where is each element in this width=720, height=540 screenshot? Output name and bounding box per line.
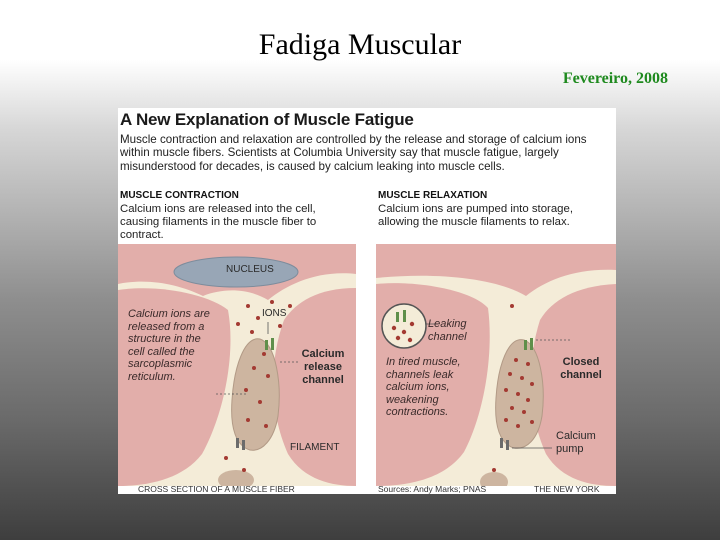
credit-caption: THE NEW YORK TIMES xyxy=(534,484,616,494)
ions-label: IONS xyxy=(262,308,286,319)
cross-section-caption: CROSS SECTION OF A MUSCLE FIBER xyxy=(138,484,295,494)
nucleus-label: NUCLEUS xyxy=(226,264,274,275)
relaxation-diagram: Leaking channel In tired muscle, channel… xyxy=(376,244,616,486)
infographic-title: A New Explanation of Muscle Fatigue xyxy=(120,110,414,130)
slide-title: Fadiga Muscular xyxy=(0,28,720,62)
relaxation-heading: MUSCLE RELAXATION xyxy=(378,190,487,201)
contraction-diagram: NUCLEUS IONS Calcium ions are released f… xyxy=(118,244,356,486)
infographic-intro: Muscle contraction and relaxation are co… xyxy=(120,133,616,173)
reticulum-label: Calcium ions are released from a structu… xyxy=(128,308,220,383)
tired-muscle-label: In tired muscle, channels leak calcium i… xyxy=(386,356,478,419)
closed-channel-label: Closed channel xyxy=(548,356,614,382)
source-caption: Sources: Andy Marks; PNAS xyxy=(378,484,486,494)
contraction-description: Calcium ions are released into the cell,… xyxy=(120,203,356,242)
leaking-channel-label: Leaking channel xyxy=(428,318,488,343)
relaxation-description: Calcium ions are pumped into storage, al… xyxy=(378,203,614,229)
infographic: A New Explanation of Muscle Fatigue Musc… xyxy=(118,108,616,494)
calcium-pump-label: Calcium pump xyxy=(556,430,616,455)
contraction-heading: MUSCLE CONTRACTION xyxy=(120,190,239,201)
filament-label: FILAMENT xyxy=(290,442,339,453)
release-channel-label: Calcium release channel xyxy=(292,348,354,387)
slide-subtitle: Fevereiro, 2008 xyxy=(563,70,668,88)
